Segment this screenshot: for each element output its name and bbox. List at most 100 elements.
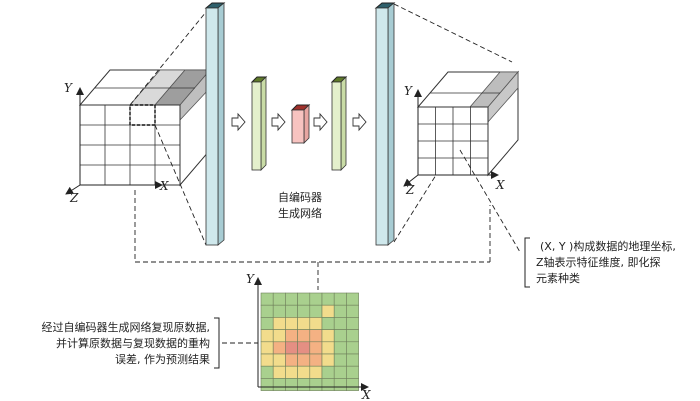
heatmap-cell <box>272 365 286 379</box>
heatmap-cell <box>309 329 323 343</box>
flow-arrow <box>271 112 286 132</box>
heatmap-cell <box>321 329 335 343</box>
left-note-bracket <box>214 317 220 369</box>
heatmap-cell <box>346 304 359 318</box>
heatmap-cell <box>272 317 286 330</box>
heatmap-cell <box>297 317 311 330</box>
layer-mid-right-side <box>340 76 347 171</box>
right-note-line3: 元素种类 <box>536 271 580 285</box>
right-note-bracket <box>524 237 530 288</box>
heatmap-cell <box>333 292 347 306</box>
input-axis-y-label: Y <box>64 81 73 95</box>
output-z-axis <box>403 174 419 187</box>
output-data-cube: Y Z X <box>403 70 520 197</box>
heatmap-cell <box>285 353 298 367</box>
heatmap-cell <box>297 304 311 318</box>
heatmap-cell <box>260 378 274 391</box>
input-axis-z-label: Z <box>69 191 79 205</box>
heatmap-cells <box>260 292 359 391</box>
heatmap-cell <box>272 353 286 367</box>
heatmap-cell <box>272 378 286 391</box>
heatmap-cell <box>321 304 335 318</box>
heatmap-cell <box>297 353 311 367</box>
heatmap-cell <box>297 292 311 306</box>
heatmap-cell <box>272 329 286 343</box>
left-note-line2: 并计算原数据与复现数据的重构 <box>56 336 210 350</box>
heatmap-cell <box>297 329 311 343</box>
heatmap-cell <box>260 317 274 330</box>
flow-arrows <box>231 112 367 132</box>
heatmap-cell <box>309 304 323 318</box>
heatmap-cell <box>321 292 335 306</box>
heatmap-cell <box>309 341 323 355</box>
layer-mid-right <box>331 81 342 171</box>
out-cube-front-grid <box>418 92 500 175</box>
heatmap-cell <box>321 341 335 355</box>
left-note-line1: 经过自编码器生成网络复现原数据, <box>42 320 211 334</box>
right-note-line2: Z轴表示特征维度, 即化探 <box>536 255 661 269</box>
right-note: (X, Y )构成数据的地理坐标, Z轴表示特征维度, 即化探 元素种类 <box>524 237 676 288</box>
heatmap-cell <box>260 353 274 367</box>
heatmap-cell <box>272 304 286 318</box>
heatmap-cell <box>297 341 311 355</box>
heatmap-cell <box>285 365 298 379</box>
heatmap-cell <box>260 365 274 379</box>
heatmap-cell <box>321 353 335 367</box>
heatmap-cell <box>346 378 359 391</box>
heatmap-cell <box>309 317 323 330</box>
input-z-axis <box>65 184 81 195</box>
heatmap-cell <box>333 365 347 379</box>
heatmap-cell <box>272 292 286 306</box>
heatmap-cell <box>309 353 323 367</box>
heatmap-axis-y-label: Y <box>246 272 255 286</box>
input-projection-lines <box>129 11 491 290</box>
flow-arrow <box>231 112 246 132</box>
heatmap-cell <box>285 378 298 391</box>
layer-bottleneck-side <box>303 104 310 144</box>
note-leader <box>459 149 521 253</box>
output-axis-z-label: Z <box>405 183 415 197</box>
reconstruction-error-heatmap: Y X <box>246 272 371 401</box>
heatmap-cell <box>309 292 323 306</box>
heatmap-cell <box>333 304 347 318</box>
left-note: 经过自编码器生成网络复现原数据, 并计算原数据与复现数据的重构 误差, 作为预测… <box>42 317 258 369</box>
layer-outer-left <box>205 7 219 246</box>
heatmap-cell <box>321 365 335 379</box>
heatmap-cell <box>321 378 335 391</box>
layer-bottleneck <box>291 109 305 144</box>
input-data-cube: Y Z X <box>64 68 212 205</box>
heatmap-cell <box>346 341 359 355</box>
heatmap-cell <box>260 304 274 318</box>
heatmap-cell <box>297 365 311 379</box>
right-note-line1: (X, Y )构成数据的地理坐标, <box>540 239 676 253</box>
autoencoder-network: 自编码器 生成网络 <box>204 2 396 246</box>
layer-outer-left-side <box>217 2 225 246</box>
heatmap-cell <box>346 292 359 306</box>
network-label-line2: 生成网络 <box>278 206 322 220</box>
heatmap-cell <box>333 378 347 391</box>
flow-arrow <box>313 112 328 132</box>
input-axis-x-label: X <box>159 179 169 193</box>
left-note-line3: 误差, 作为预测结果 <box>115 352 210 366</box>
heatmap-cell <box>285 304 298 318</box>
heatmap-cell <box>272 341 286 355</box>
output-axis-x-label: X <box>495 178 505 192</box>
heatmap-cell <box>346 365 359 379</box>
heatmap-cell <box>297 378 311 391</box>
heatmap-cell <box>285 341 298 355</box>
selected-cell <box>129 104 156 126</box>
heatmap-cell <box>346 353 359 367</box>
layer-mid-left <box>251 81 262 171</box>
heatmap-cell <box>333 329 347 343</box>
heatmap-cell <box>285 292 298 306</box>
heatmap-axis-x-label: X <box>361 388 371 401</box>
heatmap-cell <box>333 353 347 367</box>
heatmap-cell <box>309 378 323 391</box>
heatmap-cell <box>333 317 347 330</box>
heatmap-cell <box>321 317 335 330</box>
heatmap-cell <box>309 365 323 379</box>
heatmap-cell <box>346 317 359 330</box>
flow-arrow <box>352 112 367 132</box>
heatmap-cell <box>285 329 298 343</box>
heatmap-cell <box>260 292 274 306</box>
